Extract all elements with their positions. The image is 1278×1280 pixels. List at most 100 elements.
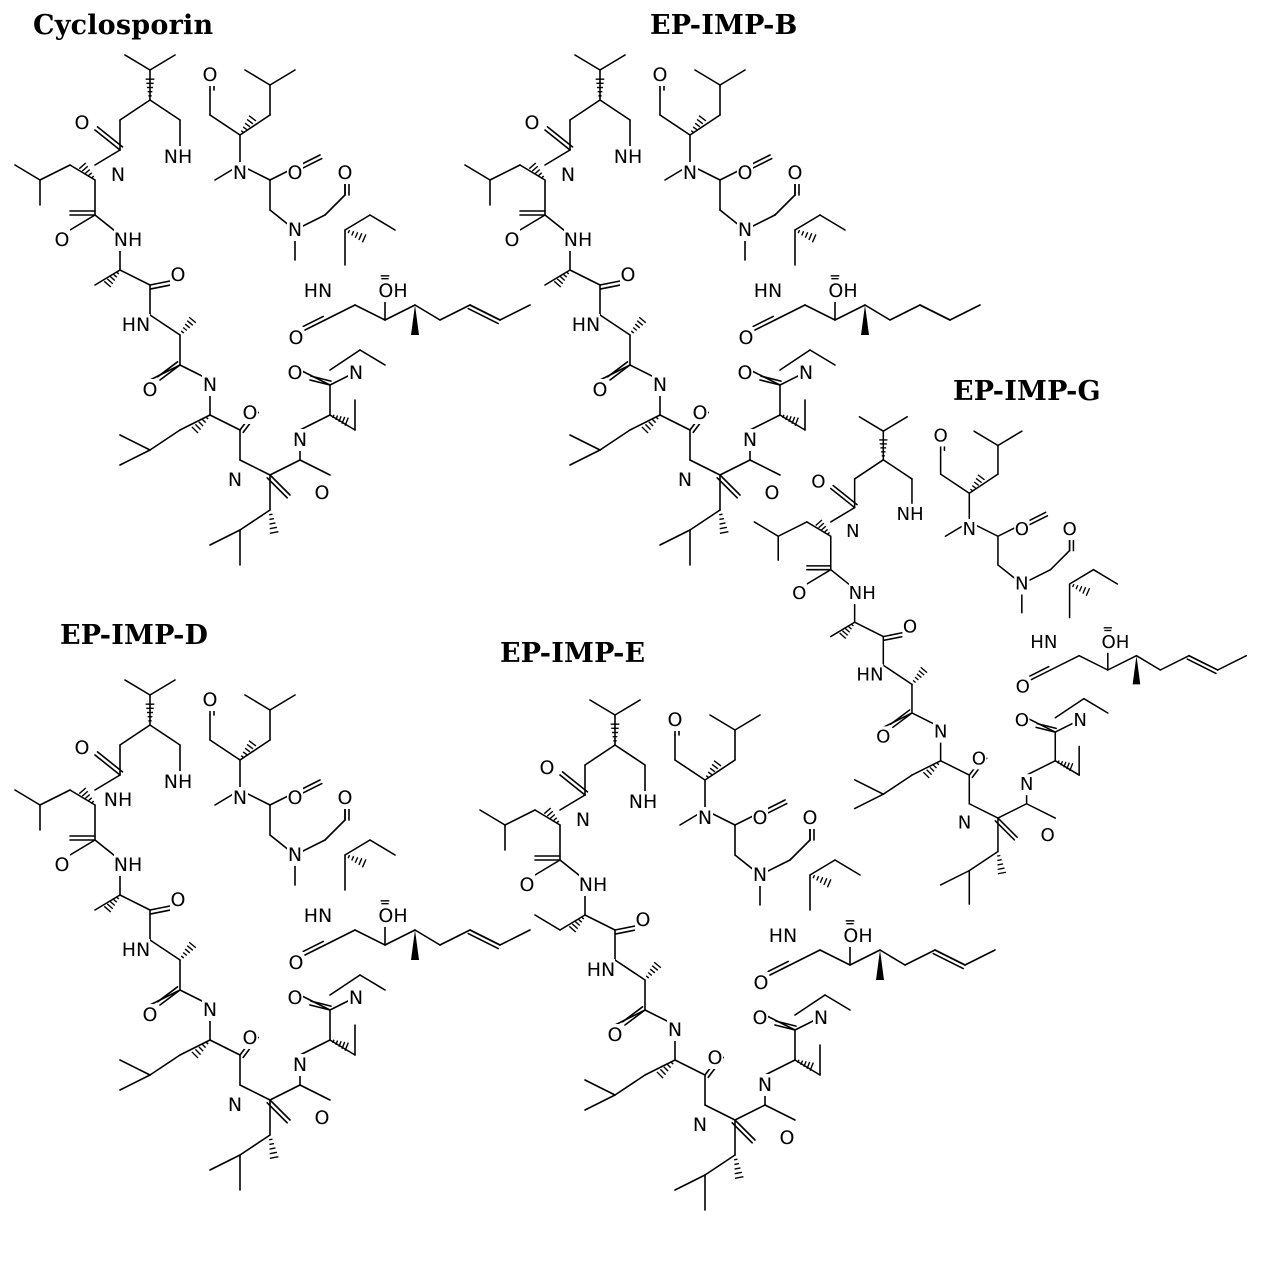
bond xyxy=(968,850,999,872)
bond xyxy=(1159,654,1190,671)
bond xyxy=(1035,726,1057,733)
bond xyxy=(304,319,326,331)
double-bond xyxy=(467,932,500,950)
atom-label: O xyxy=(55,229,70,251)
bond xyxy=(806,521,832,538)
atom-label: HN xyxy=(587,959,616,981)
hashed-wedge-bond xyxy=(969,474,985,492)
atom-label: NH xyxy=(629,791,658,813)
atom-label: N xyxy=(814,1007,828,1029)
double-bond xyxy=(266,1102,288,1124)
bond xyxy=(659,114,691,136)
bond xyxy=(889,304,921,321)
bond xyxy=(354,304,386,321)
bond xyxy=(94,149,121,166)
bond xyxy=(824,994,851,1011)
bond xyxy=(849,949,881,966)
atom-label: O xyxy=(933,425,947,446)
bond xyxy=(753,521,779,538)
bond xyxy=(384,929,416,946)
bond xyxy=(674,759,706,781)
bond xyxy=(439,929,471,946)
bond xyxy=(329,974,361,996)
atom-label: O xyxy=(753,1007,768,1029)
bond xyxy=(299,1039,331,1056)
bond xyxy=(704,759,736,781)
atom-label: O xyxy=(203,689,218,711)
bond xyxy=(997,430,1023,447)
atom-label: O xyxy=(788,162,803,184)
bond xyxy=(853,779,885,795)
double-bond xyxy=(561,771,589,793)
atom-label: O xyxy=(1062,519,1076,540)
bond xyxy=(559,774,586,796)
bond xyxy=(119,894,151,911)
atom-label: O xyxy=(739,327,754,349)
atom-label: O xyxy=(708,1047,723,1069)
bond xyxy=(1107,654,1138,671)
atom-label: N xyxy=(349,362,363,384)
hashed-wedge-bond xyxy=(269,513,279,534)
bond xyxy=(779,349,811,371)
bond xyxy=(119,99,151,121)
hashed-wedge-bond xyxy=(568,916,585,933)
bond xyxy=(149,364,181,381)
atom-label: O xyxy=(75,737,90,759)
atom-label: O xyxy=(55,854,70,876)
atom-label: O xyxy=(803,807,818,829)
bond xyxy=(789,839,811,861)
bond xyxy=(209,414,241,431)
bond xyxy=(209,1154,241,1171)
bond xyxy=(299,459,331,476)
atom-label: HN xyxy=(1030,632,1057,653)
atom-label: HN xyxy=(856,664,883,685)
bond xyxy=(919,304,951,321)
hashed-wedge-bond xyxy=(690,115,707,134)
hashed-wedge-bond xyxy=(797,1059,814,1071)
atom-label: O xyxy=(668,709,683,731)
bond xyxy=(829,506,856,523)
bond xyxy=(269,1084,301,1101)
bond xyxy=(629,414,661,431)
atom-label: N xyxy=(698,807,712,829)
hashed-wedge-bond xyxy=(782,414,799,426)
bond xyxy=(469,929,501,946)
bond xyxy=(734,714,761,731)
hashed-wedge-bond xyxy=(797,229,817,243)
bond xyxy=(69,789,96,806)
atom-label: N xyxy=(846,521,860,542)
atom-label: O xyxy=(243,402,258,424)
bond xyxy=(599,99,631,121)
bond xyxy=(519,214,546,231)
atom-label: N xyxy=(561,164,575,186)
bond xyxy=(584,914,616,931)
atom-label: N xyxy=(111,164,125,186)
atom-label: O xyxy=(505,229,520,251)
bond xyxy=(179,414,211,431)
double-bond xyxy=(731,1122,753,1144)
atom-label: NH xyxy=(614,146,643,168)
atom-label: N xyxy=(1015,574,1029,595)
atom-label: OH xyxy=(1101,632,1129,653)
bond xyxy=(544,149,571,166)
atom-label: OH xyxy=(378,280,407,302)
bond xyxy=(464,164,491,181)
double-bond xyxy=(96,126,124,148)
bond xyxy=(209,114,241,136)
bond xyxy=(599,314,631,336)
bond xyxy=(149,99,181,121)
hashed-wedge-bond xyxy=(922,762,940,779)
bond xyxy=(892,712,913,729)
double-bond xyxy=(1027,515,1049,527)
hashed-wedge-bond xyxy=(543,807,560,824)
hashed-wedge-bond xyxy=(180,941,197,959)
bond xyxy=(749,414,781,431)
bond xyxy=(789,949,821,966)
bond xyxy=(119,269,151,286)
atom-label: NH xyxy=(164,146,193,168)
bond xyxy=(1030,669,1052,681)
atom-label: HN xyxy=(304,905,333,927)
atom-label: O xyxy=(1016,677,1030,698)
hashed-wedge-bond xyxy=(103,896,120,913)
